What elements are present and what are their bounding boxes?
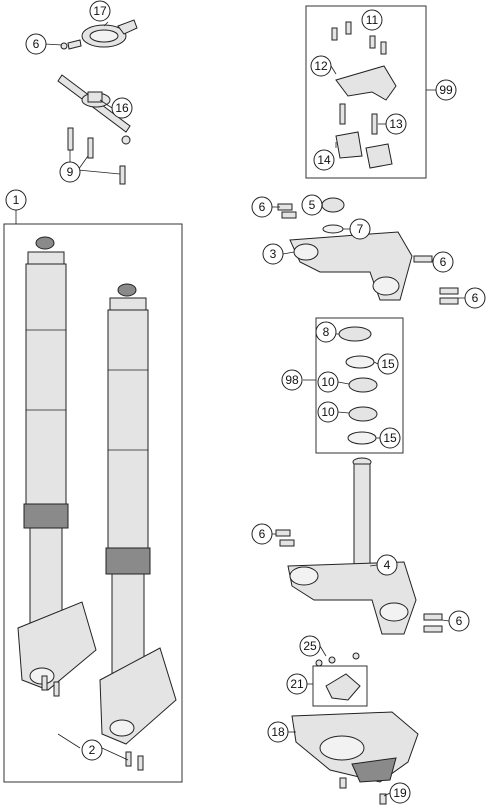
part-lower-triple-clamp-4 [275, 457, 443, 635]
handlebar-clamp-kit-box [305, 5, 427, 179]
svg-text:98: 98 [285, 373, 299, 387]
callout-9: 9 [59, 161, 81, 183]
svg-text:25: 25 [303, 639, 317, 653]
svg-text:11: 11 [366, 13, 379, 27]
callout-13: 13 [385, 113, 407, 135]
svg-text:19: 19 [393, 786, 407, 800]
callout-6: 6 [432, 251, 454, 273]
callout-21: 21 [286, 673, 308, 695]
svg-text:15: 15 [383, 431, 397, 445]
svg-text:17: 17 [93, 4, 107, 18]
svg-text:4: 4 [384, 558, 391, 572]
callout-1: 1 [5, 189, 27, 211]
callout-16: 16 [111, 97, 133, 119]
part-upper-triple-clamp-3 [277, 197, 459, 305]
svg-text:9: 9 [67, 165, 74, 179]
callout-98: 98 [281, 369, 303, 391]
svg-text:6: 6 [33, 37, 40, 51]
callout-7: 7 [349, 218, 371, 240]
part-fork-left [17, 236, 97, 691]
callout-8: 8 [315, 321, 337, 343]
callout-6: 6 [448, 610, 470, 632]
callout-10: 10 [317, 401, 339, 423]
callout-4: 4 [376, 554, 398, 576]
svg-text:6: 6 [259, 200, 266, 214]
svg-text:3: 3 [270, 247, 277, 261]
svg-text:12: 12 [314, 59, 328, 73]
svg-text:21: 21 [290, 677, 304, 691]
part-skid-plate-18 [291, 711, 419, 805]
svg-text:7: 7 [357, 222, 364, 236]
callout-3: 3 [262, 243, 284, 265]
callout-99: 99 [435, 79, 457, 101]
callout-6: 6 [251, 523, 273, 545]
part-screws-9 [67, 127, 126, 185]
part-bearing-kit [338, 326, 378, 445]
part-handlebar-clamp-kit [331, 21, 397, 169]
steering-bearing-kit-box [315, 317, 404, 454]
svg-text:6: 6 [472, 291, 479, 305]
callout-6: 6 [25, 33, 47, 55]
svg-text:5: 5 [309, 198, 316, 212]
leader-lines [15, 21, 465, 797]
callout-6: 6 [464, 287, 486, 309]
callout-17: 17 [89, 0, 111, 22]
callout-6: 6 [251, 196, 273, 218]
callout-11: 11 [361, 9, 383, 31]
callout-18: 18 [267, 721, 289, 743]
svg-text:15: 15 [381, 357, 395, 371]
part-clamp-17 [60, 19, 138, 50]
svg-text:14: 14 [317, 153, 331, 167]
svg-text:10: 10 [321, 375, 335, 389]
svg-text:18: 18 [271, 725, 285, 739]
callout-15: 15 [379, 427, 401, 449]
svg-text:6: 6 [259, 527, 266, 541]
svg-text:2: 2 [89, 743, 96, 757]
part-fork-right [99, 283, 177, 745]
callout-12: 12 [310, 55, 332, 77]
callout-19: 19 [389, 782, 411, 804]
callout-5: 5 [301, 194, 323, 216]
svg-text:16: 16 [115, 101, 129, 115]
svg-text:8: 8 [323, 325, 330, 339]
svg-text:10: 10 [321, 405, 335, 419]
callout-2: 2 [81, 739, 103, 761]
callout-25: 25 [299, 635, 321, 657]
callout-10: 10 [317, 371, 339, 393]
callout-14: 14 [313, 149, 335, 171]
svg-text:99: 99 [439, 83, 453, 97]
svg-text:6: 6 [440, 255, 447, 269]
part-steering-damper-16 [57, 74, 131, 145]
fork-assembly-box [3, 223, 183, 783]
svg-text:6: 6 [456, 614, 463, 628]
callout-15: 15 [377, 353, 399, 375]
svg-text:13: 13 [389, 117, 403, 131]
svg-text:1: 1 [13, 193, 20, 207]
part-cover-21 [312, 652, 368, 707]
